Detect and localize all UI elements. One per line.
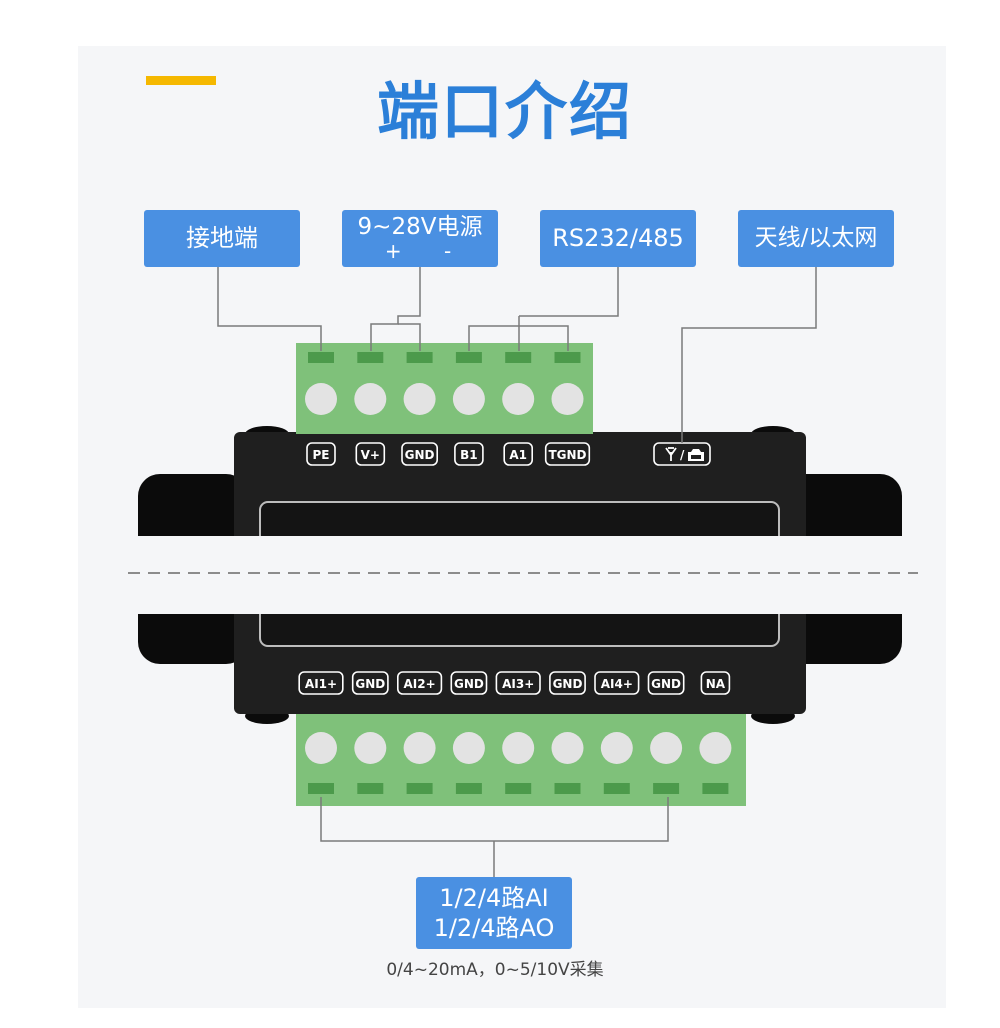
antenna-label: 天线/以太网 xyxy=(738,210,894,267)
top-port-tag: GND xyxy=(401,442,439,466)
bottom-terminal-slot xyxy=(505,783,532,794)
bottom-port-tag: AI1+ xyxy=(298,671,344,695)
power-label-text: 9~28V电源 xyxy=(357,213,483,240)
antenna-icon xyxy=(665,447,677,461)
top-terminal-screw xyxy=(354,383,387,415)
bottom-port-tag: GND xyxy=(647,671,685,695)
page-title: 端口介绍 xyxy=(376,75,633,148)
ai-label-text: 1/2/4路AI xyxy=(439,884,549,912)
antenna-ethernet-tag: / xyxy=(653,442,711,466)
bottom-terminal-slot xyxy=(603,783,630,794)
leader-rs485 xyxy=(519,267,619,317)
bottom-port-tag-text: AI4+ xyxy=(601,677,633,691)
bottom-terminal-slot xyxy=(406,783,433,794)
top-port-tag-text: B1 xyxy=(460,448,478,462)
bottom-terminal-screw xyxy=(699,732,732,764)
analog-note: 0/4~20mA，0~5/10V采集 xyxy=(386,960,604,980)
bottom-terminal-slot xyxy=(653,783,680,794)
bottom-terminal-screw xyxy=(403,732,436,764)
bottom-terminal-slot xyxy=(554,783,581,794)
cutaway-band xyxy=(100,536,920,614)
top-port-tag-text: GND xyxy=(405,448,435,462)
power-polarity-text: + - xyxy=(384,239,470,264)
top-port-tag: A1 xyxy=(503,442,534,466)
bottom-terminal-slot xyxy=(455,783,482,794)
bottom-terminal-screw xyxy=(600,732,633,764)
top-port-tag-text: PE xyxy=(313,448,330,462)
bottom-port-tag: GND xyxy=(351,671,389,695)
bottom-port-tag: NA xyxy=(700,671,731,695)
top-terminal-slot xyxy=(357,352,384,363)
leader-ground xyxy=(217,267,322,351)
bottom-port-tag: GND xyxy=(450,671,488,695)
bottom-port-tag-text: NA xyxy=(706,677,726,691)
bottom-port-tag: AI2+ xyxy=(396,671,443,695)
rs485-label: RS232/485 xyxy=(540,210,696,267)
top-port-tag-text: A1 xyxy=(509,448,527,462)
bottom-terminal-screw xyxy=(305,732,337,764)
top-port-tag: B1 xyxy=(454,442,484,466)
ethernet-icon xyxy=(688,449,704,461)
leader-antenna xyxy=(681,267,817,443)
bottom-terminal-screw xyxy=(354,732,387,764)
ground-label-text: 接地端 xyxy=(186,224,258,253)
bottom-port-tag-text: AI2+ xyxy=(404,677,436,691)
bottom-port-tag: AI3+ xyxy=(495,671,541,695)
bottom-port-tag-text: AI3+ xyxy=(502,677,534,691)
top-terminal-screw xyxy=(452,383,485,415)
ground-label: 接地端 xyxy=(144,210,300,267)
power-label: 9~28V电源 + - xyxy=(342,210,498,267)
bottom-terminal-screw xyxy=(650,732,683,764)
bottom-port-tag-text: GND xyxy=(454,677,484,691)
top-port-tag-text: TGND xyxy=(548,448,586,462)
top-terminal-slot xyxy=(406,352,433,363)
top-terminal-screw xyxy=(305,383,337,415)
title-accent-bar xyxy=(146,76,216,85)
top-terminal-block xyxy=(296,343,593,434)
bottom-terminal-slot xyxy=(702,783,729,794)
ao-label-text: 1/2/4路AO xyxy=(433,914,555,942)
bottom-port-tag-text: GND xyxy=(355,677,385,691)
top-port-tag-text: V+ xyxy=(361,448,380,462)
top-terminal-slot xyxy=(505,352,532,363)
top-port-tag: TGND xyxy=(544,442,591,466)
top-terminal-slot xyxy=(308,352,334,363)
bottom-port-tag-text: AI1+ xyxy=(305,677,337,691)
bottom-port-tag: AI4+ xyxy=(594,671,640,695)
top-terminal-screw xyxy=(502,383,535,415)
bottom-port-tag: GND xyxy=(549,671,586,695)
top-terminal-slot xyxy=(455,352,482,363)
top-terminal-screw xyxy=(403,383,436,415)
leader-power-neg xyxy=(398,323,421,351)
bottom-terminal-screw xyxy=(452,732,485,764)
top-port-tag: V+ xyxy=(355,442,386,466)
bottom-terminal-slot xyxy=(357,783,384,794)
bottom-port-tag-text: GND xyxy=(553,677,583,691)
leader-power xyxy=(370,267,421,351)
antenna-tag-separator: / xyxy=(680,448,685,462)
top-terminal-slot xyxy=(554,352,581,363)
top-port-tag: PE xyxy=(306,442,336,466)
bottom-terminal-screw xyxy=(551,732,584,764)
analog-io-label: 1/2/4路AI 1/2/4路AO xyxy=(416,877,572,949)
bottom-terminal-slot xyxy=(308,783,334,794)
top-terminal-screw xyxy=(551,383,584,415)
antenna-label-text: 天线/以太网 xyxy=(754,224,878,251)
bottom-terminal-screw xyxy=(502,732,535,764)
bottom-port-tag-text: GND xyxy=(651,677,681,691)
rs485-label-text: RS232/485 xyxy=(552,224,684,253)
